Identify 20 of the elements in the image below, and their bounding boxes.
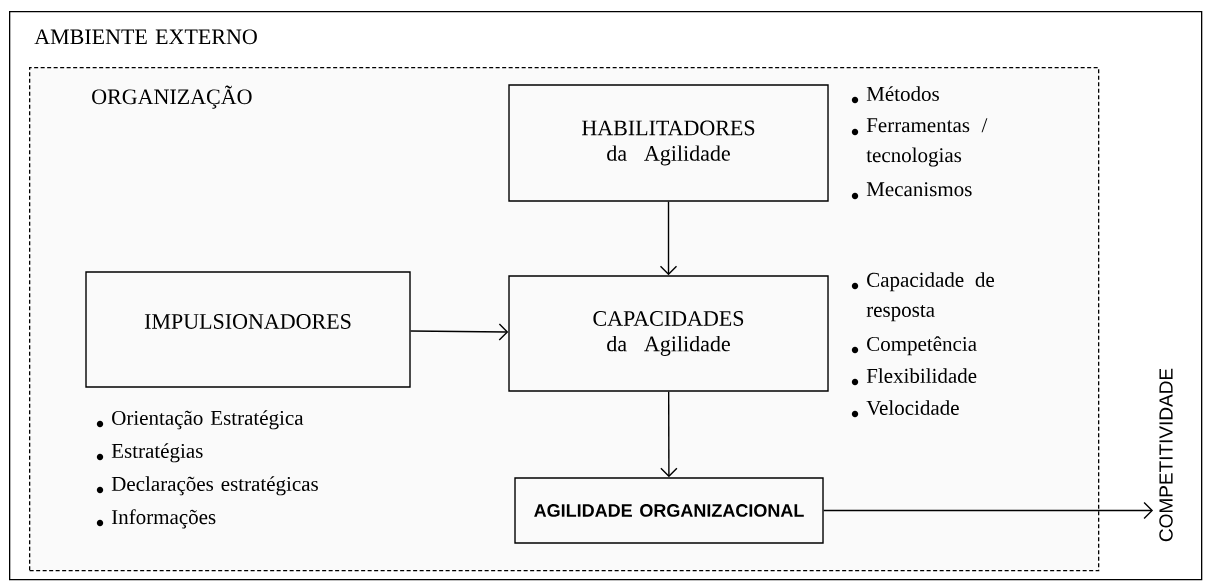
bullet-item: Estratégias [96,443,203,463]
bullet-item: Flexibilidade [851,368,977,386]
bullet-item: Métodos [851,86,939,104]
arrow [660,391,678,478]
arrow [659,201,678,276]
bullet-item: Ferramentas / tecnologias [851,118,988,167]
process-box: HABILITADORES da Agilidade [508,84,829,202]
bullet-item: Declarações estratégicas [96,476,318,496]
arrow [410,323,509,341]
bullet-item: Velocidade [851,400,959,418]
process-box: AGILIDADE ORGANIZACIONAL [514,477,824,544]
arrow [823,501,1154,520]
bullet-item: Competência [851,336,977,356]
outcome-label: COMPETITIVIDADE [1159,368,1173,542]
bullet-item: Orientação Estratégica [96,410,304,430]
process-box: IMPULSIONADORES [85,271,411,388]
bullet-item: Informações [96,509,216,529]
process-box: CAPACIDADES da Agilidade [508,275,829,392]
bullet-item: Mecanismos [851,182,972,200]
bullet-item: Capacidade de resposta [851,272,994,322]
